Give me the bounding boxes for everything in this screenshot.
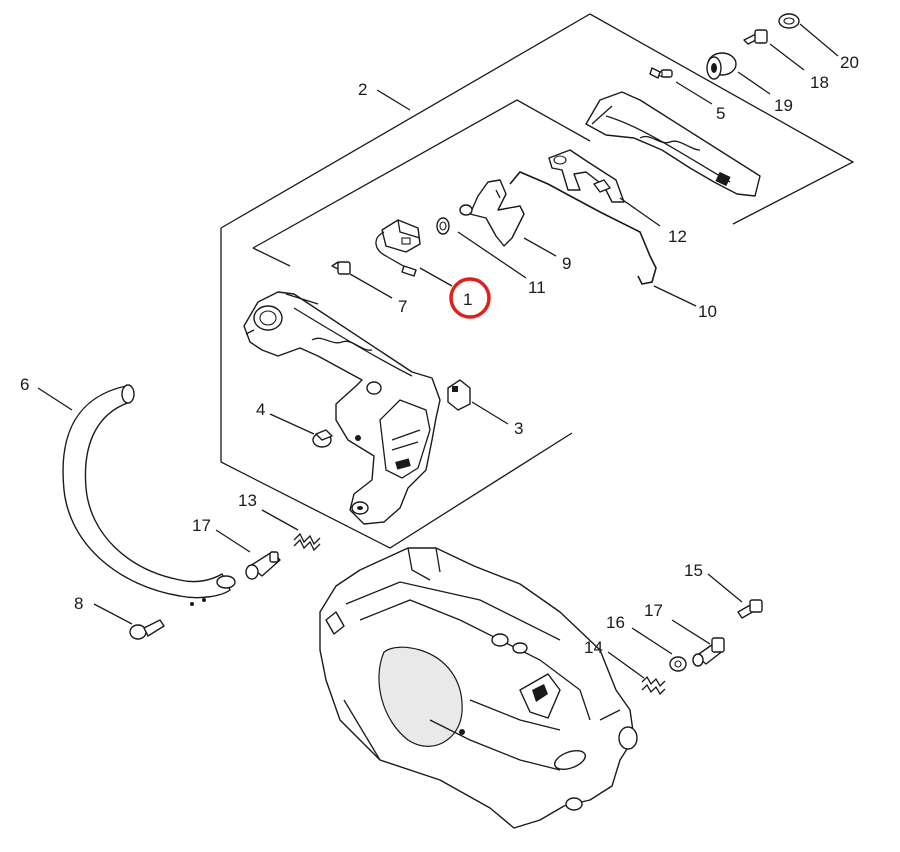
callout-labels: 2 5 19 18 20 12 9 11 1 7 10 3 4 6 13 17 …	[20, 53, 859, 657]
spring-13	[293, 532, 321, 552]
bolt-15	[737, 599, 763, 619]
label-17-right: 17	[644, 601, 663, 620]
inner-assembly-frame	[252, 99, 591, 249]
throttle-rod-10	[509, 171, 657, 285]
label-7: 7	[398, 297, 407, 316]
switch-1	[375, 219, 421, 277]
label-3: 3	[514, 419, 523, 438]
hose-6	[62, 384, 236, 606]
label-18: 18	[810, 73, 829, 92]
throttle-lever-12	[548, 149, 625, 203]
screw-18	[743, 29, 768, 45]
rubber-mount-19	[706, 52, 737, 80]
label-19: 19	[774, 96, 793, 115]
top-handle	[585, 91, 761, 197]
front-handle-housing	[243, 291, 441, 525]
label-2: 2	[358, 80, 367, 99]
label-14: 14	[584, 638, 603, 657]
label-17-left: 17	[192, 516, 211, 535]
label-13: 13	[238, 491, 257, 510]
clip-3	[447, 379, 471, 411]
trigger-lever-9	[459, 179, 525, 247]
label-4: 4	[256, 400, 265, 419]
label-20: 20	[840, 53, 859, 72]
label-15: 15	[684, 561, 703, 580]
label-8: 8	[74, 594, 83, 613]
fitting-17-right	[692, 637, 725, 667]
highlight-circle	[449, 277, 491, 319]
outer-assembly-frame	[220, 228, 573, 549]
plug-4	[312, 429, 333, 448]
label-5: 5	[716, 104, 725, 123]
label-11: 11	[528, 278, 546, 297]
spring-14	[641, 675, 666, 696]
washer-16	[669, 656, 687, 672]
label-1: 1	[463, 290, 472, 309]
bolt-5	[649, 67, 673, 79]
screw-8	[129, 619, 165, 640]
screw-7	[331, 261, 351, 275]
label-12: 12	[668, 227, 687, 246]
leader-lines	[37, 23, 839, 679]
label-16: 16	[606, 613, 625, 632]
label-6: 6	[20, 375, 29, 394]
label-10: 10	[698, 302, 717, 321]
washer-20	[778, 13, 800, 29]
crankcase	[319, 547, 638, 829]
spring-11	[436, 217, 450, 235]
fitting-17-left	[245, 551, 281, 580]
label-9: 9	[562, 254, 571, 273]
